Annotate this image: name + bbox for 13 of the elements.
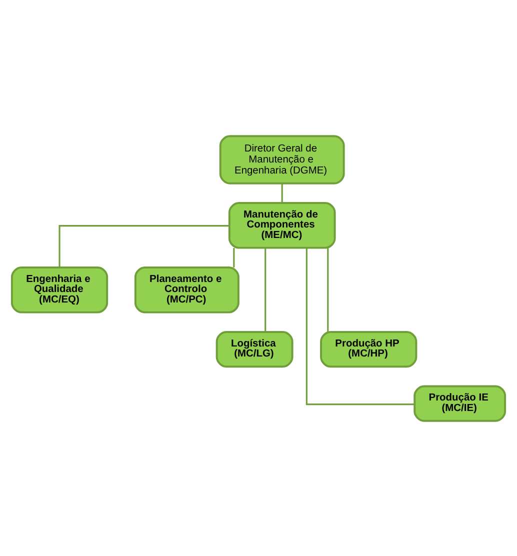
node-box: Produção HP (MC/HP) [320, 330, 418, 368]
connector [306, 248, 414, 405]
connector [264, 247, 266, 332]
connector [58, 224, 230, 267]
node-box: Planeamento e Controlo (MC/PC) [134, 266, 240, 313]
node-box: Engenharia e Qualidade (MC/EQ) [10, 266, 108, 313]
connector [327, 247, 329, 332]
node-box: Diretor Geral de Manutenção e Engenharia (DGME) [219, 134, 345, 184]
node-box: Manutenção de Componentes (ME/MC) [228, 202, 336, 248]
node-box: Logística (MC/LG) [216, 330, 294, 368]
connector [233, 247, 235, 267]
node-box: Produção IE (MC/IE) [414, 384, 506, 422]
connector [281, 182, 283, 202]
